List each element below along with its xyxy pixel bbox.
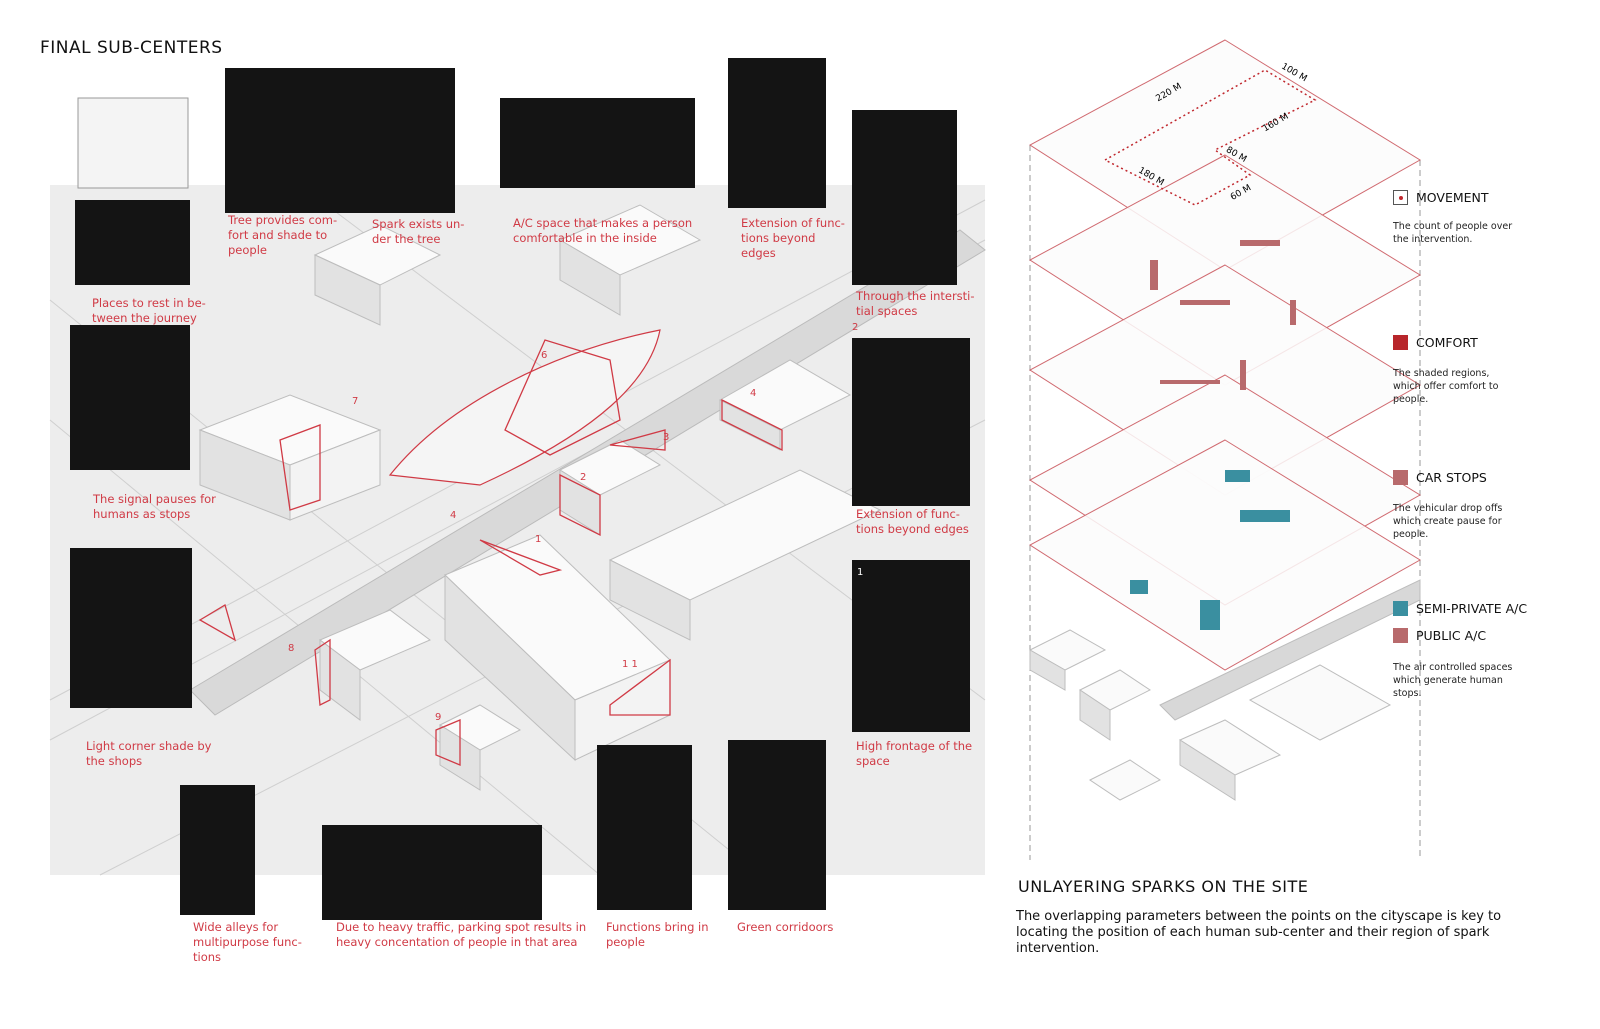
comfort-marks [1150, 240, 1296, 390]
car-stops-swatch [1393, 470, 1408, 485]
site-number: 7 [352, 396, 359, 407]
right-body: The overlapping parameters between the p… [1016, 909, 1502, 956]
base-model [1028, 579, 1421, 801]
buildings [198, 204, 882, 791]
site-number: 9 [435, 712, 442, 723]
legend-label: COMFORT [1416, 335, 1478, 350]
photo-rest [75, 200, 190, 285]
legend-label: PUBLIC A/C [1416, 628, 1487, 643]
site-number: 4 [750, 388, 757, 399]
caption-functions: Functions bring in people [606, 920, 709, 949]
site-number: 6 [541, 350, 548, 361]
comfort-swatch [1393, 335, 1408, 350]
site-number: 2 [852, 322, 859, 333]
legend-desc: The vehicular drop offs which create pau… [1393, 503, 1503, 540]
photo-parking [322, 825, 542, 920]
layer-combined [1029, 439, 1421, 671]
site-number: 2 [580, 472, 587, 483]
photo-green-corridor [728, 740, 826, 910]
station-canopy [388, 329, 661, 486]
public-ac-swatch [1393, 628, 1408, 643]
caption-rest: Places to rest in be- tween the journey [92, 296, 206, 325]
legend-comfort: COMFORT [1393, 335, 1478, 350]
photo-interstitial [852, 110, 957, 285]
legend-desc: The shaded regions, which offer comfort … [1393, 368, 1499, 405]
photo-signal [70, 325, 190, 470]
layer-guides [1029, 145, 1421, 860]
caption-signal: The signal pauses for humans as stops [93, 492, 216, 521]
legend-public-ac: PUBLIC A/C [1393, 628, 1486, 643]
caption-tree: Tree provides com- fort and shade to peo… [228, 213, 338, 257]
caption-extension: Extension of func- tions beyond edges [741, 216, 845, 260]
photo-functions [597, 745, 692, 910]
site-photos [70, 58, 970, 920]
caption-parking: Due to heavy traffic, parking spot resul… [336, 920, 587, 949]
ac-marks [1130, 470, 1290, 630]
semi-private-swatch [1393, 601, 1408, 616]
caption-alleys: Wide alleys for multipurpose func- tions [193, 920, 302, 964]
legend-car-stops: CAR STOPS [1393, 470, 1487, 485]
left-title: FINAL SUB-CENTERS [40, 38, 223, 58]
photo-corner-shade [70, 548, 192, 708]
caption-corner-shade: Light corner shade by the shops [86, 739, 212, 768]
legend-label: SEMI-PRIVATE A/C [1416, 601, 1528, 616]
spark-outlines [198, 339, 783, 766]
legend-movement: MOVEMENT [1393, 190, 1489, 205]
caption-interstitial: Through the intersti- tial spaces [856, 289, 975, 318]
photo-edges [728, 58, 826, 208]
layer-planes [1029, 39, 1421, 671]
site-number: 1 1 [622, 659, 638, 670]
photo-frontage [852, 560, 970, 732]
site-number: 8 [288, 643, 295, 654]
caption-frontage: High frontage of the space [856, 739, 973, 768]
legend-desc: The air controlled spaces which generate… [1393, 662, 1513, 699]
photo-alleys [180, 785, 255, 915]
photo-edges-2 [852, 338, 970, 506]
photo-ac-space [500, 98, 695, 188]
legend-semi-private-ac: SEMI-PRIVATE A/C [1393, 601, 1527, 616]
photo-tree [225, 68, 455, 213]
site-number: 1 [535, 534, 542, 545]
site-number: 4 [450, 510, 457, 521]
legend-label: CAR STOPS [1416, 470, 1487, 485]
legend-desc: The count of people over the interventio… [1393, 221, 1513, 245]
caption-green: Green corridoors [737, 920, 834, 934]
right-title: UNLAYERING SPARKS ON THE SITE [1018, 877, 1309, 896]
caption-spark-tree: Spark exists un- der the tree [372, 217, 465, 246]
caption-extension-2: Extension of func- tions beyond edges [856, 507, 969, 536]
movement-dot-icon [1393, 190, 1408, 205]
caption-ac-space: A/C space that makes a person comfortabl… [513, 216, 693, 245]
site-number: 1 [857, 567, 864, 578]
legend-label: MOVEMENT [1416, 190, 1489, 205]
photo-overhead-wires [77, 97, 189, 189]
site-number: 3 [663, 432, 670, 443]
